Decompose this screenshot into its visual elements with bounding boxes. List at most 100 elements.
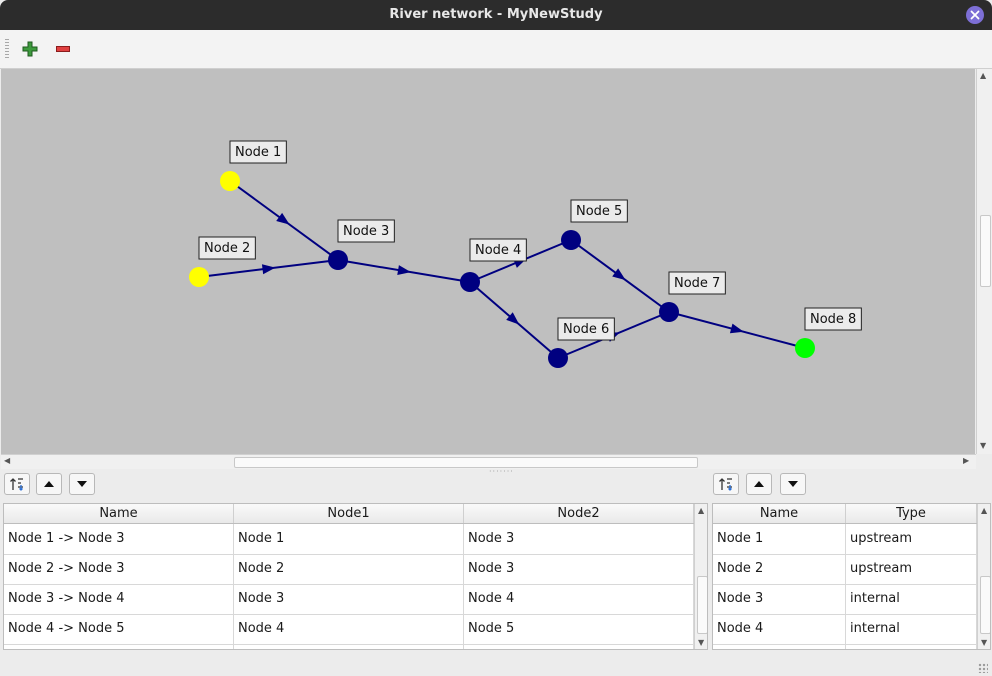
node-marker[interactable] (659, 302, 679, 322)
canvas-vertical-scroll-thumb[interactable] (980, 215, 991, 287)
table-row[interactable] (4, 644, 694, 649)
edges-table-header: Name Node1 Node2 (4, 504, 694, 524)
node-type-cell[interactable]: internal (846, 584, 977, 614)
table-row[interactable]: Node 4 internal (713, 614, 977, 645)
nodes-sort-button[interactable] (713, 473, 739, 495)
toolbar-grip[interactable] (5, 39, 9, 59)
edge-node1-cell[interactable]: Node 2 (234, 554, 464, 584)
canvas-horizontal-scrollbar[interactable]: ◀ ▶ (1, 454, 976, 469)
scroll-down-arrow-icon[interactable]: ▼ (698, 638, 705, 647)
close-button[interactable] (966, 6, 984, 24)
arrow-down-icon (788, 481, 798, 487)
nodes-move-down-button[interactable] (780, 473, 806, 495)
edge-node2-cell[interactable] (464, 644, 694, 649)
node-label-box (469, 238, 527, 262)
table-row[interactable]: Node 2 upstream (713, 554, 977, 585)
node-label-box (804, 307, 862, 331)
flow-arrow-icon (276, 212, 290, 225)
node-marker[interactable] (189, 267, 209, 287)
remove-node-button[interactable] (52, 38, 74, 60)
nodes-table-header: Name Type (713, 504, 977, 524)
flow-arrow-icon (261, 264, 276, 275)
scroll-left-arrow-icon[interactable]: ◀ (4, 456, 11, 465)
table-row[interactable]: Node 4 -> Node 5 Node 4 Node 5 (4, 614, 694, 645)
edge-node2-cell[interactable]: Node 5 (464, 614, 694, 644)
node-type-cell[interactable] (846, 644, 977, 649)
edge-node2-cell[interactable]: Node 3 (464, 554, 694, 584)
table-row[interactable]: Node 2 -> Node 3 Node 2 Node 3 (4, 554, 694, 585)
scroll-up-arrow-icon[interactable]: ▲ (981, 506, 988, 515)
node-name-cell[interactable] (713, 644, 846, 649)
splitter-handle[interactable]: ······· (489, 467, 514, 476)
table-row[interactable]: Node 1 -> Node 3 Node 1 Node 3 (4, 524, 694, 555)
nodes-table-scroll-thumb[interactable] (980, 576, 990, 634)
node-marker[interactable] (561, 230, 581, 250)
edges-sort-button[interactable] (4, 473, 30, 495)
scroll-down-arrow-icon[interactable]: ▼ (980, 441, 987, 450)
plus-icon (22, 41, 38, 57)
edges-table: Name Node1 Node2 Node 1 -> Node 3 Node 1… (3, 503, 708, 650)
column-header-node1[interactable]: Node1 (234, 504, 464, 523)
node-label: Node 5 (576, 204, 622, 219)
table-row[interactable]: Node 3 -> Node 4 Node 3 Node 4 (4, 584, 694, 615)
edge-node1-cell[interactable]: Node 4 (234, 614, 464, 644)
edge-name-cell[interactable]: Node 4 -> Node 5 (4, 614, 234, 644)
node-marker[interactable] (795, 338, 815, 358)
edges-move-up-button[interactable] (36, 473, 62, 495)
resize-grip-icon[interactable] (978, 663, 988, 673)
node-type-cell[interactable]: upstream (846, 554, 977, 584)
flow-arrow-icon (612, 268, 626, 281)
edges-move-down-button[interactable] (69, 473, 95, 495)
node-name-cell[interactable]: Node 3 (713, 584, 846, 614)
table-row[interactable]: Node 3 internal (713, 584, 977, 615)
scroll-up-arrow-icon[interactable]: ▲ (698, 506, 705, 515)
node-marker[interactable] (460, 272, 480, 292)
node-type-cell[interactable]: internal (846, 614, 977, 644)
minus-icon (56, 46, 70, 52)
node-marker[interactable] (220, 171, 240, 191)
node-label: Node 2 (204, 241, 250, 256)
canvas-vertical-scrollbar[interactable]: ▲ ▼ (976, 69, 992, 454)
node-name-cell[interactable]: Node 1 (713, 524, 846, 554)
canvas-horizontal-scroll-thumb[interactable] (234, 457, 698, 468)
edge-name-cell[interactable]: Node 3 -> Node 4 (4, 584, 234, 614)
table-row[interactable]: Node 1 upstream (713, 524, 977, 555)
node-label-box (668, 271, 726, 295)
edge-node1-cell[interactable] (234, 644, 464, 649)
sort-icon (719, 478, 732, 491)
flow-arrow-icon (397, 265, 411, 275)
nodes-move-up-button[interactable] (746, 473, 772, 495)
node-name-cell[interactable]: Node 4 (713, 614, 846, 644)
edge-node2-cell[interactable]: Node 3 (464, 524, 694, 554)
node-label: Node 6 (563, 322, 609, 337)
node-label: Node 8 (810, 312, 856, 327)
nodes-table-scrollbar[interactable]: ▲ ▼ (977, 504, 990, 649)
edge-node2-cell[interactable]: Node 4 (464, 584, 694, 614)
edges-table-scroll-thumb[interactable] (697, 576, 707, 634)
edge-name-cell[interactable]: Node 1 -> Node 3 (4, 524, 234, 554)
add-node-button[interactable] (19, 38, 41, 60)
edge-name-cell[interactable]: Node 2 -> Node 3 (4, 554, 234, 584)
node-label: Node 3 (343, 224, 389, 239)
scroll-right-arrow-icon[interactable]: ▶ (963, 456, 970, 465)
column-header-node2[interactable]: Node2 (464, 504, 694, 523)
scroll-up-arrow-icon[interactable]: ▲ (980, 71, 987, 80)
scroll-down-arrow-icon[interactable]: ▼ (981, 638, 988, 647)
node-label-box (570, 199, 628, 223)
node-label: Node 4 (475, 243, 521, 258)
column-header-name[interactable]: Name (4, 504, 234, 523)
table-row[interactable] (713, 644, 977, 649)
node-name-cell[interactable]: Node 2 (713, 554, 846, 584)
edge-node1-cell[interactable]: Node 3 (234, 584, 464, 614)
node-marker[interactable] (328, 250, 348, 270)
node-type-cell[interactable]: upstream (846, 524, 977, 554)
column-header-name[interactable]: Name (713, 504, 846, 523)
edge-name-cell[interactable] (4, 644, 234, 649)
column-header-type[interactable]: Type (846, 504, 977, 523)
edges-table-scrollbar[interactable]: ▲ ▼ (694, 504, 707, 649)
edge-node1-cell[interactable]: Node 1 (234, 524, 464, 554)
node-marker[interactable] (548, 348, 568, 368)
arrow-up-icon (44, 481, 54, 487)
